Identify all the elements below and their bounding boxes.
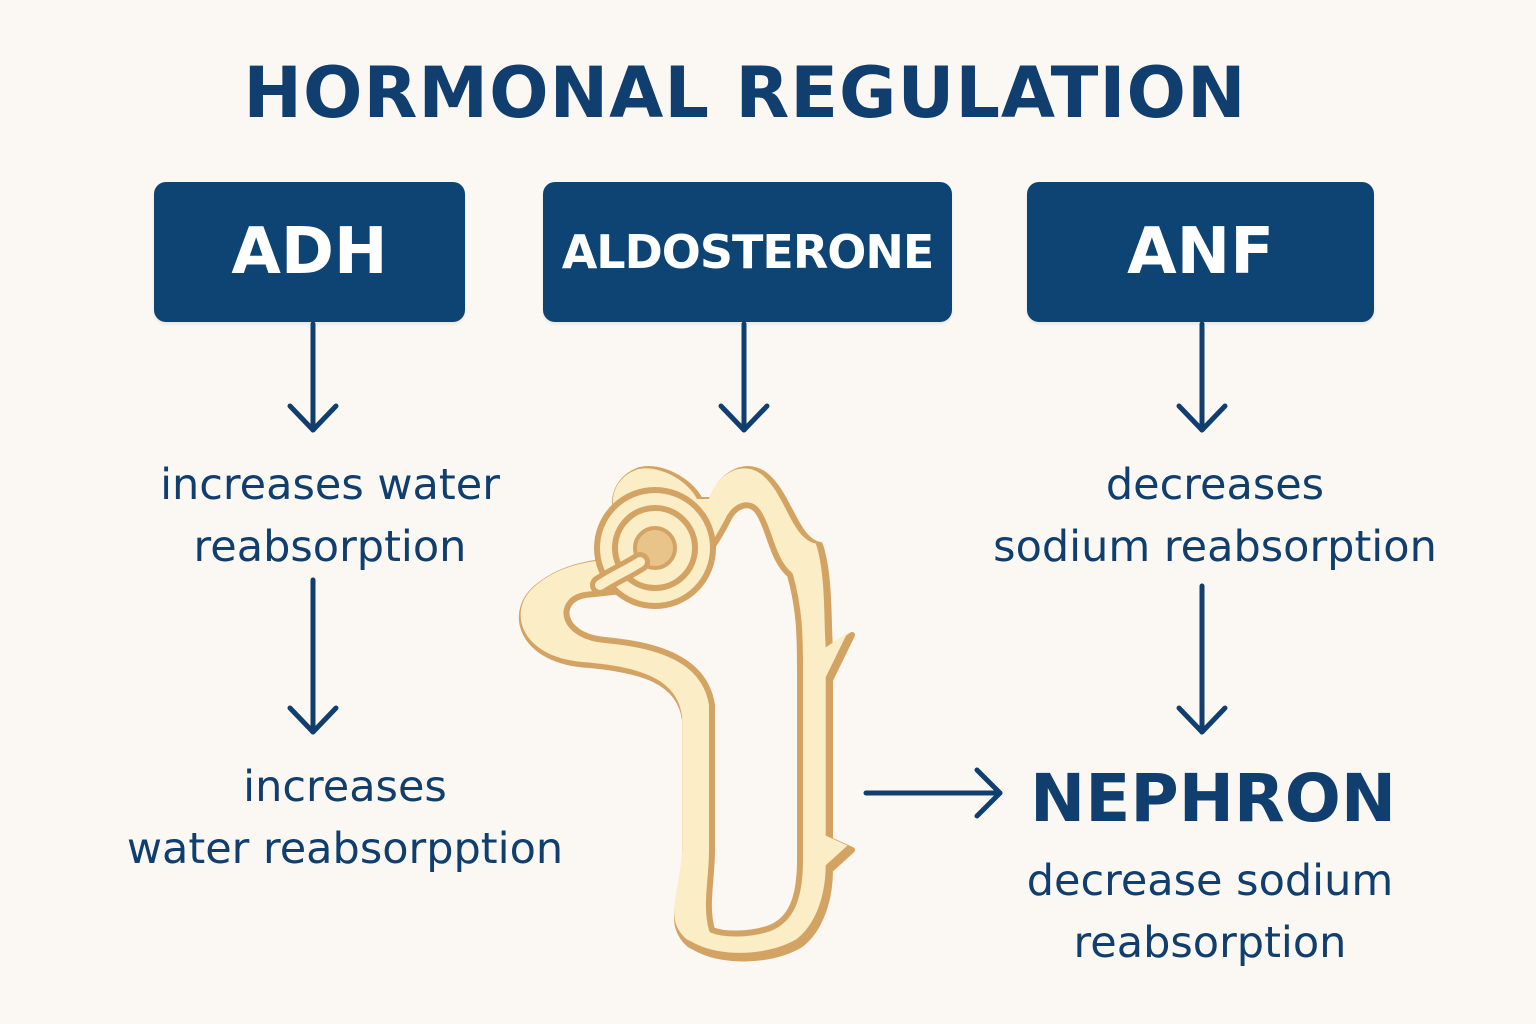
aldosterone-label: ALDOSTERONE: [561, 225, 935, 279]
anf-label: ANF: [1127, 215, 1274, 289]
adh-effect-line-1: increases water: [160, 460, 500, 510]
arrow-down-icon: [287, 321, 339, 433]
anf-effect-line-2: sodium reabsorption: [993, 522, 1437, 572]
arrow-right-icon: [863, 767, 1003, 819]
nephron-effect-line-2: reabsorption: [1073, 918, 1347, 968]
nephron-effect-line-1: decrease sodium: [1026, 856, 1394, 906]
adh-effect-text: increases water reabsorption: [120, 454, 540, 578]
nephron-effect-text: decrease sodium reabsorption: [985, 850, 1435, 974]
aldosterone-box: ALDOSTERONE: [543, 182, 952, 322]
arrow-down-icon: [287, 577, 339, 735]
arrow-down-icon: [1176, 583, 1228, 735]
adh-effect-line-2: reabsorption: [193, 522, 467, 572]
arrow-down-icon: [1176, 321, 1228, 433]
nephron-label: NEPHRON: [1030, 760, 1397, 837]
adh-secondary-line-1: increases: [243, 762, 447, 812]
anf-box: ANF: [1027, 182, 1374, 322]
adh-label: ADH: [231, 215, 388, 289]
arrow-down-icon: [718, 321, 770, 433]
anf-effect-line-1: decreases: [1105, 460, 1325, 510]
adh-box: ADH: [154, 182, 465, 322]
nephron-illustration: [519, 466, 855, 962]
anf-effect-text: decreases sodium reabsorption: [960, 454, 1470, 578]
diagram-title: HORMONAL REGULATION: [243, 52, 1247, 134]
adh-secondary-effect-text: increases water reabsorpption: [95, 756, 595, 880]
adh-secondary-line-2: water reabsorpption: [126, 824, 564, 874]
